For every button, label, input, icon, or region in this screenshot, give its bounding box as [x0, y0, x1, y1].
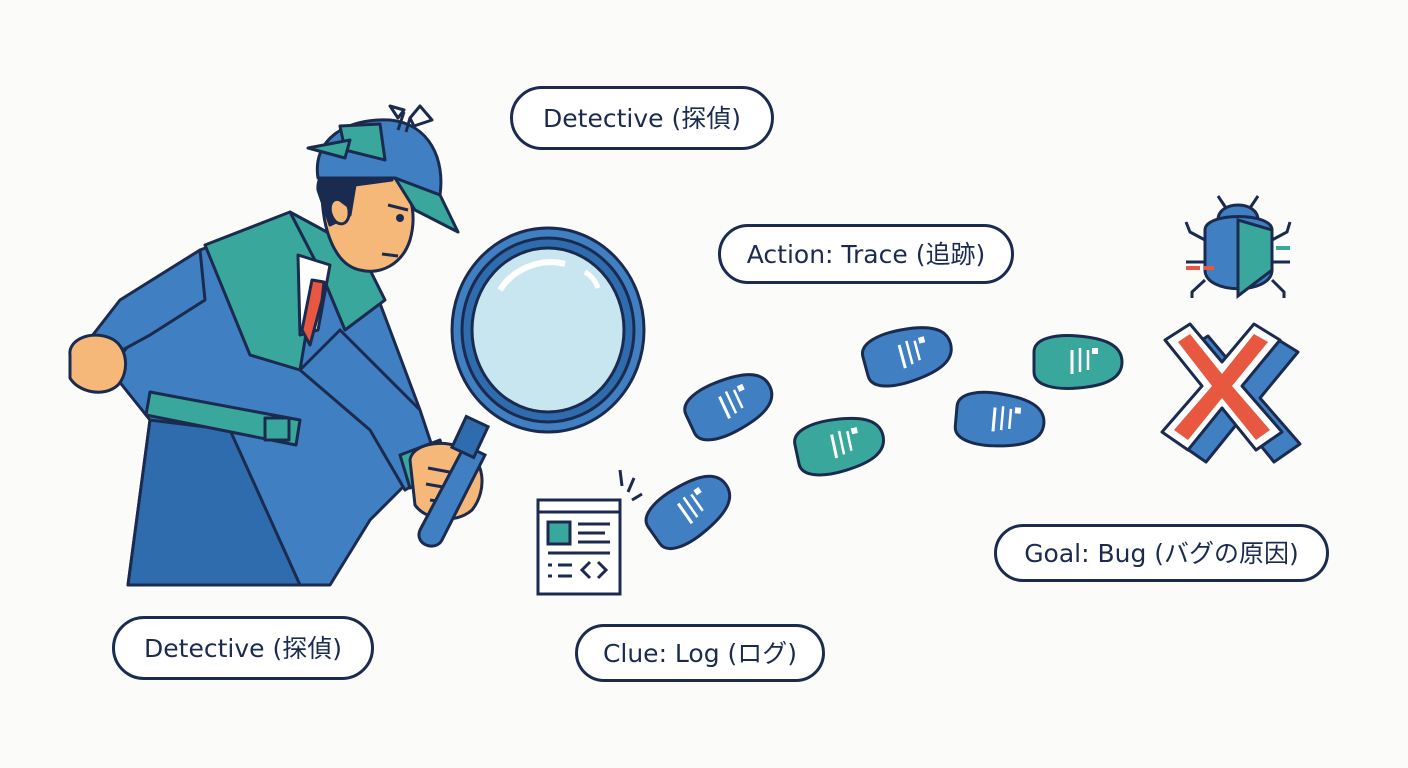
- footprint-icon: [952, 388, 1048, 452]
- footprint-icon: [789, 408, 891, 482]
- label-detective-top: Detective (探偵): [510, 86, 774, 150]
- bug-icon: [1184, 195, 1292, 300]
- footprint-icon: [1032, 334, 1124, 390]
- label-clue-log: Clue: Log (ログ): [575, 624, 825, 682]
- magnifying-glass-icon: [417, 226, 646, 548]
- footprint-icon: [857, 316, 959, 394]
- label-detective-bottom: Detective (探偵): [112, 616, 374, 680]
- label-action-trace: Action: Trace (追跡): [718, 224, 1014, 284]
- x-mark-icon: [1160, 322, 1302, 464]
- footprint-icon: [677, 360, 783, 450]
- detective-figure: [68, 104, 484, 587]
- footprints-trail: [637, 316, 1124, 559]
- footprint-icon: [637, 461, 743, 559]
- label-goal-bug: Goal: Bug (バグの原因): [994, 524, 1329, 582]
- log-document-icon: [536, 469, 643, 596]
